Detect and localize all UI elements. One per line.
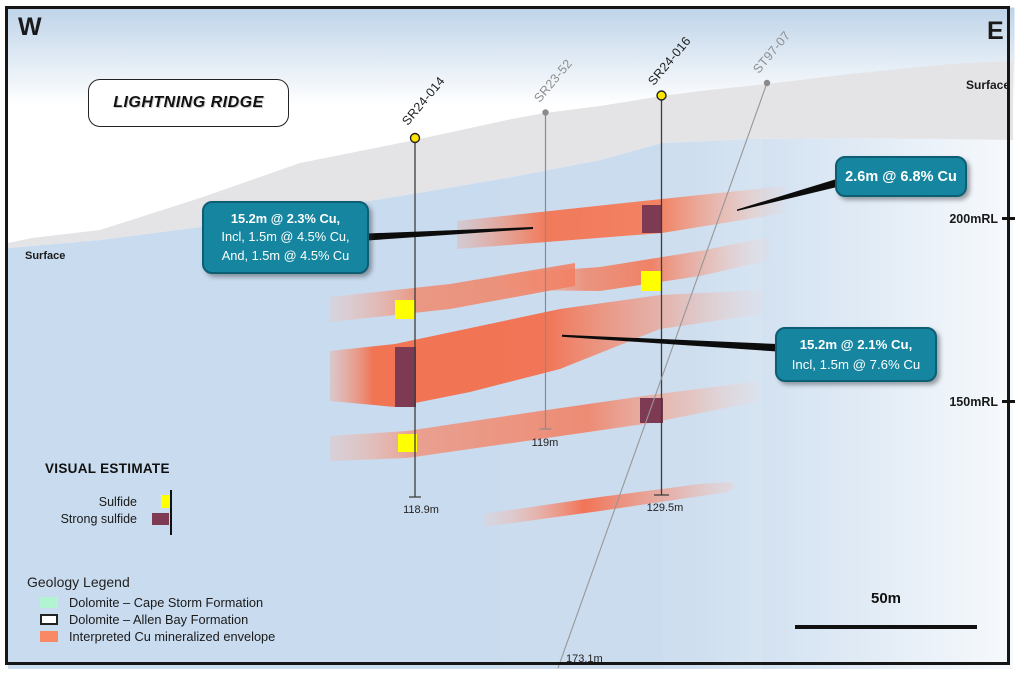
visual-estimate-sulfide-label: Sulfide <box>98 495 137 509</box>
leader-line-callout-1 <box>367 227 533 241</box>
drill-trace-SR24-014 <box>409 138 421 498</box>
depth-label-ST97-07: 173.1m <box>566 653 603 665</box>
legend-label-cape-storm: Dolomite – Cape Storm Formation <box>69 595 264 610</box>
surface-label-left: Surface <box>25 250 66 262</box>
assay-callout-1-line1: 15.2m @ 2.3% Cu, <box>230 210 341 226</box>
scale-bar <box>795 625 977 629</box>
visual-estimate-title: VISUAL ESTIMATE <box>45 461 170 476</box>
cu-envelope-band-thin <box>330 263 575 322</box>
scale-bar-label: 50m <box>870 590 902 607</box>
assay-callout-2-line1: 2.6m @ 6.8% Cu <box>845 168 957 185</box>
strong-sulfide-swatch <box>152 513 169 525</box>
cu-envelope-band-upper <box>457 186 785 249</box>
legend-swatch-cape-storm <box>40 597 58 608</box>
visual-estimate-strong-sulfide-label: Strong sulfide <box>60 512 137 526</box>
collar-SR23-52 <box>542 109 549 116</box>
legend-label-cu-envelope: Interpreted Cu mineralized envelope <box>69 629 276 644</box>
legend-swatch-allen-bay <box>40 614 58 625</box>
elevation-label-150mrl: 150mRL <box>949 395 998 409</box>
assay-callout-1-line3: And, 1.5m @ 4.5% Cu <box>221 247 350 263</box>
assay-callout-3: 15.2m @ 2.1% Cu, Incl, 1.5m @ 7.6% Cu <box>775 327 937 382</box>
strong-sulfide-marker <box>395 347 416 407</box>
assay-callout-1-line2: Incl, 1.5m @ 4.5% Cu, <box>221 229 350 245</box>
elevation-label-200mrl: 200mRL <box>949 212 998 226</box>
leader-line-callout-3 <box>562 334 777 352</box>
sulfide-marker <box>395 300 415 319</box>
collar-SR24-016 <box>656 90 667 101</box>
depth-label-SR24-014: 118.9m <box>403 504 439 516</box>
visual-estimate-axis-line <box>170 490 172 535</box>
surface-label-right: Surface <box>966 78 1011 92</box>
page-title: LIGHTNING RIDGE <box>113 94 264 111</box>
leader-line-callout-2 <box>737 179 835 211</box>
strong-sulfide-marker <box>642 205 662 233</box>
title-box: LIGHTNING RIDGE <box>88 79 289 127</box>
drill-trace-SR23-52 <box>539 113 552 430</box>
assay-callout-2: 2.6m @ 6.8% Cu <box>835 156 967 197</box>
legend-label-allen-bay: Dolomite – Allen Bay Formation <box>69 612 249 627</box>
west-label: W <box>18 13 42 41</box>
drill-trace-ST97-07 <box>557 82 768 669</box>
assay-callout-3-line1: 15.2m @ 2.1% Cu, <box>799 337 913 353</box>
legend-swatch-cu-envelope <box>40 631 58 642</box>
collar-SR24-014 <box>409 132 421 144</box>
strong-sulfide-marker <box>640 398 663 423</box>
sulfide-swatch <box>161 495 170 508</box>
assay-callout-1: 15.2m @ 2.3% Cu, Incl, 1.5m @ 4.5% Cu, A… <box>202 201 369 274</box>
assay-callout-3-line2: Incl, 1.5m @ 7.6% Cu <box>791 356 921 372</box>
elevation-tick-150mrl <box>1002 400 1015 403</box>
geology-legend-title: Geology Legend <box>27 574 130 590</box>
sulfide-marker <box>641 271 662 291</box>
drill-trace-SR24-016 <box>654 96 669 496</box>
depth-label-SR23-52: 119m <box>531 437 559 449</box>
cu-envelope-band-bottom <box>483 482 735 527</box>
elevation-tick-200mrl <box>1002 217 1015 220</box>
east-label: E <box>987 17 1004 45</box>
cu-envelope-band-main <box>330 290 763 407</box>
sulfide-marker <box>398 434 417 452</box>
collar-ST97-07 <box>763 79 771 87</box>
depth-label-SR24-016: 129.5m <box>646 502 684 514</box>
